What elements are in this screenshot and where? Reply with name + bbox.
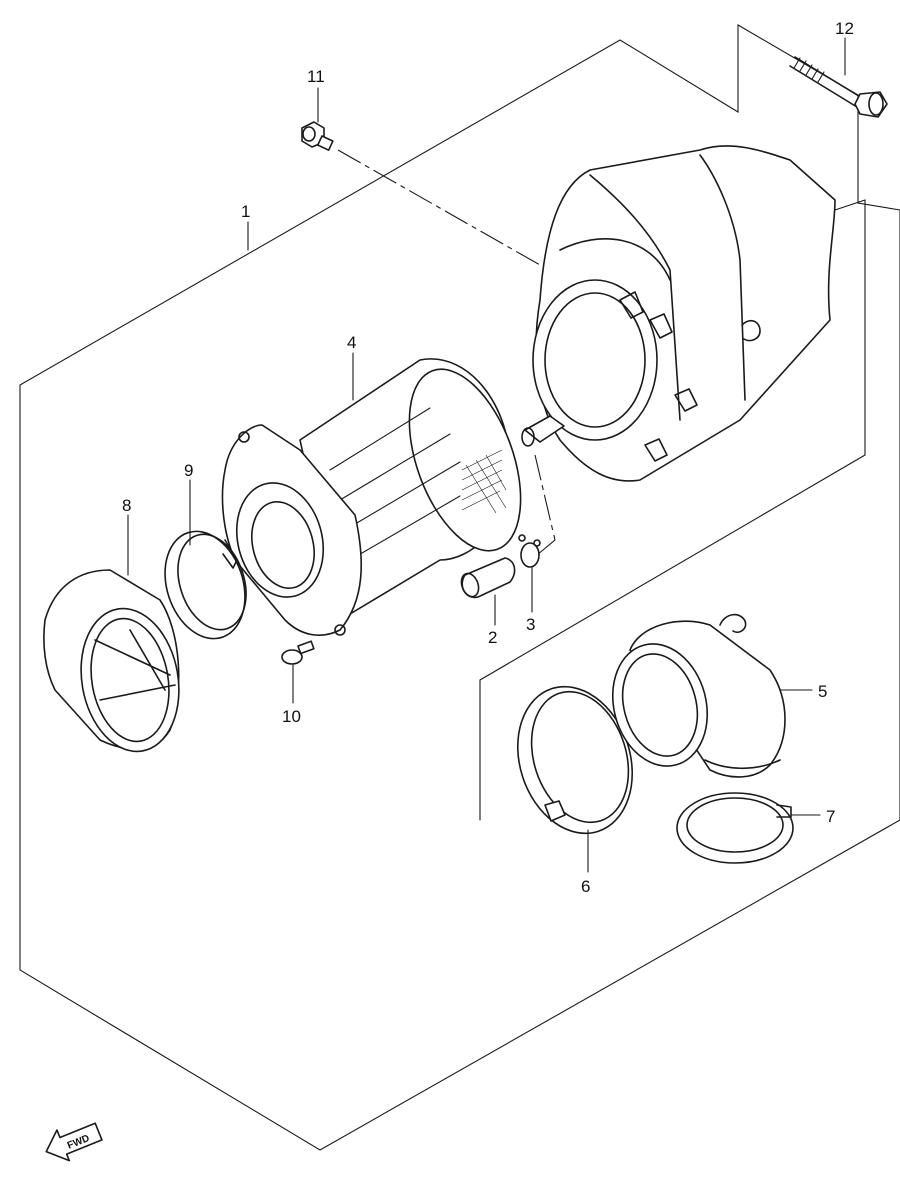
- bolt-12-icon[interactable]: [789, 56, 888, 118]
- clip-3[interactable]: [518, 534, 541, 568]
- callout-1: 1: [241, 202, 250, 221]
- bolt-11-icon[interactable]: [301, 121, 334, 151]
- intake-duct-5[interactable]: [600, 613, 786, 778]
- centerline-dashed: [337, 149, 541, 266]
- subassembly-outline-box: [479, 199, 866, 821]
- callout-7: 7: [826, 807, 835, 826]
- callout-9: 9: [184, 461, 193, 480]
- callout-11: 11: [307, 67, 325, 86]
- callout-3: 3: [526, 615, 535, 634]
- clamp-6[interactable]: [500, 672, 651, 849]
- fwd-arrow-icon: FWD: [45, 1122, 103, 1162]
- centerline-dashed-2: [534, 454, 556, 556]
- callout-10: 10: [282, 707, 301, 726]
- drain-plug-2[interactable]: [458, 557, 516, 599]
- intake-cover-8[interactable]: [43, 569, 190, 759]
- callout-6: 6: [581, 877, 590, 896]
- callout-8: 8: [122, 496, 131, 515]
- callout-12: 12: [835, 19, 854, 38]
- callout-labels: 1 2 3 4 5 6 7 8 9 10 11 12: [122, 19, 854, 896]
- assembly-outline-box: [19, 24, 900, 1151]
- air-cleaner-case[interactable]: [521, 145, 836, 482]
- screw-10-icon[interactable]: [281, 640, 315, 665]
- callout-5: 5: [818, 682, 827, 701]
- callout-2: 2: [488, 628, 497, 647]
- clamp-9[interactable]: [152, 521, 258, 649]
- air-filter-element[interactable]: [221, 354, 542, 636]
- callout-4: 4: [347, 333, 356, 352]
- leader-lines: [127, 37, 846, 873]
- ring-7[interactable]: [676, 792, 794, 864]
